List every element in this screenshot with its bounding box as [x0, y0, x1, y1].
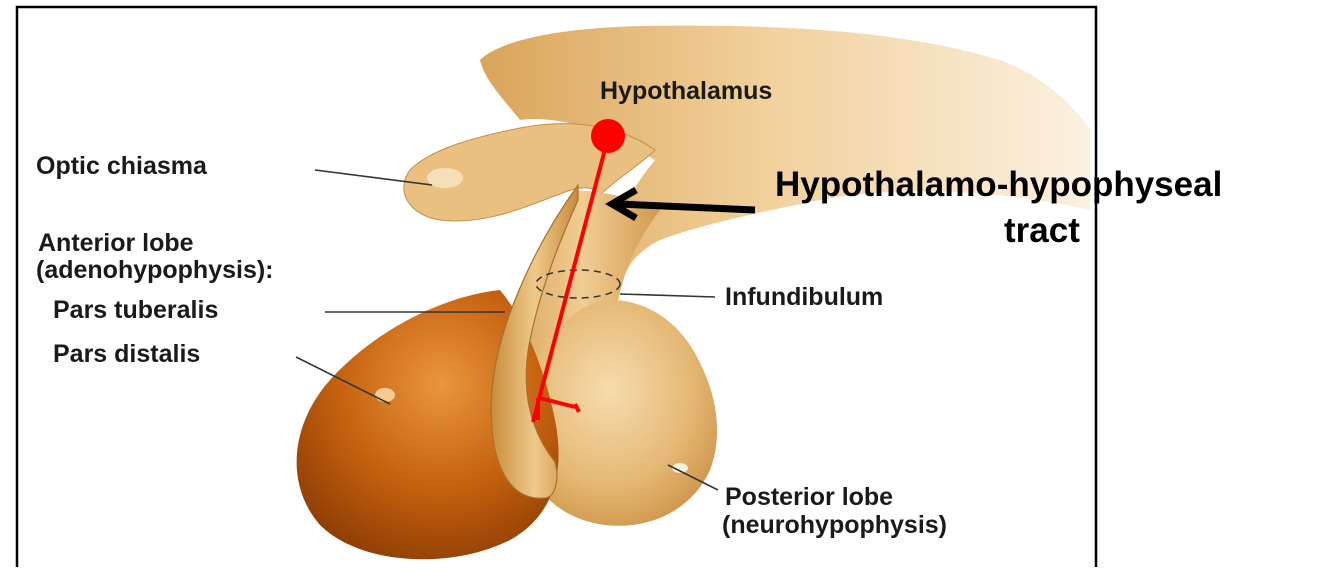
tract-callout-line1: Hypothalamo-hypophyseal: [775, 166, 1222, 204]
posterior-lobe-sublabel: (neurohypophysis): [722, 511, 947, 539]
anterior-lobe-sublabel: (adenohypophysis):: [36, 256, 274, 284]
tract-callout-line2: tract: [1004, 212, 1080, 250]
pars-tuberalis-label: Pars tuberalis: [53, 296, 218, 324]
pars-distalis-label: Pars distalis: [53, 340, 200, 368]
posterior-lobe-label: Posterior lobe: [725, 483, 893, 511]
tract-cell-body: [591, 119, 625, 153]
infundibulum-label: Infundibulum: [725, 283, 883, 311]
anterior-lobe-label: Anterior lobe: [38, 229, 194, 257]
hypothalamus-label: Hypothalamus: [600, 77, 772, 105]
optic-chiasma-label: Optic chiasma: [36, 152, 207, 180]
